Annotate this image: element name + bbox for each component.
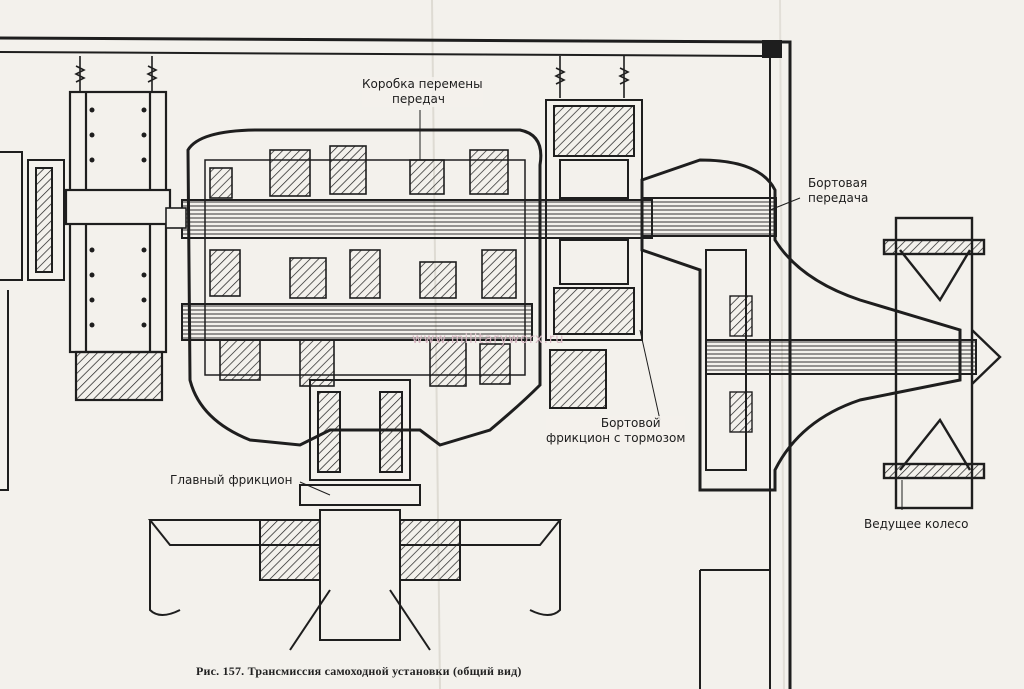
main-clutch	[147, 379, 563, 651]
spring-mounts	[74, 56, 630, 98]
side-clutch	[545, 99, 643, 409]
label-gearbox-line2: передач	[392, 92, 445, 106]
gear-set	[209, 145, 517, 387]
label-gearbox-line1: Коробка перемены	[362, 77, 483, 91]
leader-lines	[299, 110, 903, 510]
label-drive-wheel: Ведущее колесо	[864, 517, 969, 532]
final-drive-gear	[705, 249, 747, 471]
final-drive-gear-hatch	[729, 391, 753, 433]
gearbox-housing	[186, 128, 543, 447]
lower-shaft	[181, 303, 533, 341]
label-side-clutch-line2: фрикцион с тормозом	[546, 431, 686, 445]
figure-caption: Рис. 157. Трансмиссия самоходной установ…	[196, 664, 522, 678]
upper-shaft	[181, 199, 653, 239]
drive-wheel	[882, 216, 1002, 510]
label-final-drive-line2: передача	[808, 191, 869, 205]
left-support-block	[64, 90, 172, 402]
drive-wheel-axle	[705, 339, 977, 375]
label-final-drive-line1: Бортовая	[808, 176, 868, 190]
support-bolt-holes	[89, 107, 147, 328]
hull-corner	[762, 40, 782, 58]
engine-flange	[27, 159, 65, 281]
final-drive-gear-hatch	[729, 295, 753, 337]
label-main-clutch: Главный фрикцион	[170, 473, 293, 488]
watermark-text: www.militaryworx.ru	[412, 332, 565, 347]
label-side-clutch: Бортовой фрикцион с тормозом	[546, 416, 686, 446]
label-final-drive: Бортовая передача	[808, 176, 869, 206]
label-side-clutch-line1: Бортовой	[600, 416, 661, 430]
final-drive-shaft	[641, 197, 777, 237]
left-shaft-link	[165, 207, 187, 229]
engine-side-plate	[0, 151, 23, 491]
final-drive-housing	[640, 158, 962, 492]
label-gearbox: Коробка перемены передач	[362, 77, 483, 107]
